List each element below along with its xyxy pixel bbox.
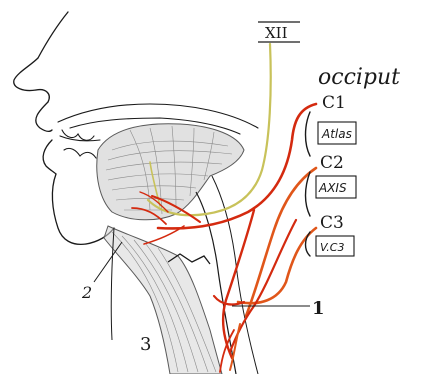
tongue [97, 124, 244, 220]
label-2-leader [94, 242, 122, 282]
forehead-line [38, 12, 68, 58]
label-xii: XII [258, 22, 300, 42]
label-xii-text: XII [265, 24, 288, 42]
upper-lip [36, 102, 52, 131]
c3-root [238, 228, 316, 303]
bracket-axis [306, 172, 311, 216]
label-occiput: occiput [318, 65, 400, 90]
label-atlas: Atlas [321, 127, 352, 141]
lower-lip [43, 140, 56, 174]
chin-line [52, 174, 86, 244]
teeth-lower [64, 148, 96, 158]
axis-box: AXIS [316, 176, 356, 198]
infrahyoid-strap [104, 226, 222, 374]
label-2: 2 [81, 283, 92, 302]
atlas-box: Atlas [318, 122, 356, 144]
tongue-body [97, 124, 244, 220]
bracket-atlas [306, 112, 311, 156]
vc3-box: V.C3 [316, 236, 354, 256]
label-vc3: V.C3 [320, 241, 344, 254]
label-c1: C1 [322, 93, 346, 113]
inferior-root [230, 220, 296, 352]
ansa-loop [214, 296, 244, 304]
head-outline [14, 12, 114, 244]
nose-outline [14, 58, 38, 91]
label-c3: C3 [320, 213, 344, 233]
label-c2: C2 [320, 153, 344, 173]
label-axis: AXIS [318, 181, 347, 195]
label-3: 3 [140, 334, 151, 355]
label-1: 1 [312, 298, 325, 319]
nostril-outline [36, 90, 49, 102]
